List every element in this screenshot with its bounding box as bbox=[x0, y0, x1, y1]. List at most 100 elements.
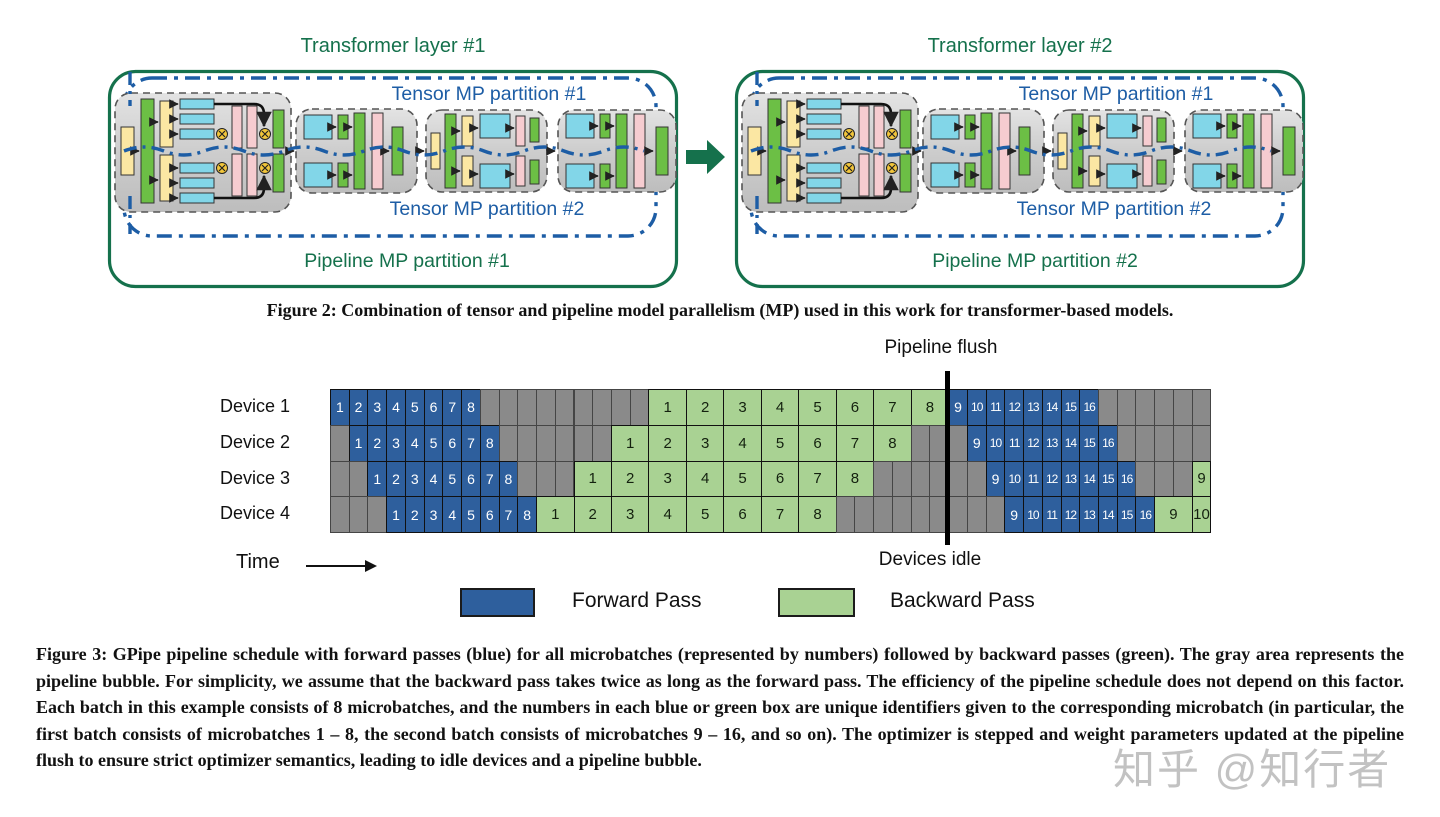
schedule-cell-forward: 16 bbox=[1116, 460, 1137, 498]
schedule-cell-idle bbox=[891, 496, 912, 533]
layer-connector-arrow-icon bbox=[686, 140, 725, 174]
schedule-cell-forward: 13 bbox=[1023, 389, 1043, 426]
schedule-cell-idle bbox=[873, 496, 893, 533]
schedule-cell-idle bbox=[1154, 460, 1174, 498]
schedule-cell-idle bbox=[966, 460, 987, 498]
layer2-title: Transformer layer #2 bbox=[928, 35, 1113, 57]
schedule-cell-forward: 12 bbox=[1004, 389, 1025, 426]
layer2-tensor-mp1-label: Tensor MP partition #1 bbox=[1019, 83, 1214, 105]
schedule-cell-forward: 5 bbox=[423, 424, 444, 462]
pipeline-flush-line bbox=[945, 371, 950, 545]
schedule-cell-backward: 4 bbox=[648, 496, 687, 533]
schedule-cell-backward: 2 bbox=[610, 460, 650, 498]
time-arrow-icon bbox=[306, 565, 366, 568]
schedule-cell-forward: 14 bbox=[1079, 460, 1099, 498]
schedule-cell-idle bbox=[517, 389, 538, 426]
schedule-cell-forward: 10 bbox=[966, 389, 987, 426]
schedule-cell-idle bbox=[573, 389, 594, 426]
schedule-cell-backward: 5 bbox=[760, 424, 800, 462]
schedule-cell-idle bbox=[1172, 389, 1193, 426]
schedule-cell-forward: 6 bbox=[479, 496, 500, 533]
schedule-cell-idle bbox=[1098, 389, 1118, 426]
schedule-cell-forward: 2 bbox=[348, 389, 369, 426]
schedule-cell-idle bbox=[330, 496, 350, 533]
schedule-cell-backward: 9 bbox=[1154, 496, 1193, 533]
schedule-cell-idle bbox=[348, 496, 369, 533]
schedule-cell-forward: 10 bbox=[1004, 460, 1025, 498]
schedule-cell-backward: 5 bbox=[723, 460, 762, 498]
schedule-cell-forward: 9 bbox=[1004, 496, 1025, 533]
schedule-cell-idle bbox=[910, 424, 931, 462]
device-label: Device 2 bbox=[220, 431, 291, 452]
schedule-cell-forward: 11 bbox=[1004, 424, 1025, 462]
schedule-cell-forward: 3 bbox=[423, 496, 444, 533]
device-label: Device 4 bbox=[220, 503, 291, 524]
schedule-cell-idle bbox=[1154, 389, 1174, 426]
backward-pass-swatch bbox=[778, 588, 855, 617]
schedule-cell-forward: 5 bbox=[461, 496, 481, 533]
schedule-cell-idle bbox=[985, 496, 1006, 533]
schedule-cell-idle bbox=[948, 496, 968, 533]
schedule-cell-forward: 10 bbox=[985, 424, 1006, 462]
schedule-cell-forward: 12 bbox=[1041, 460, 1062, 498]
figure2-diagram: Transformer layer #1 Transformer layer #… bbox=[0, 35, 1440, 296]
schedule-cell-idle bbox=[517, 424, 538, 462]
pipeline-flush-label: Pipeline flush bbox=[884, 337, 998, 358]
schedule-cell-idle bbox=[910, 496, 931, 533]
schedule-cell-backward: 3 bbox=[610, 496, 650, 533]
schedule-cell-backward: 2 bbox=[573, 496, 612, 533]
schedule-cell-backward: 6 bbox=[760, 460, 800, 498]
schedule-cell-idle bbox=[910, 460, 931, 498]
schedule-cell-forward: 1 bbox=[348, 424, 369, 462]
schedule-cell-forward: 7 bbox=[479, 460, 500, 498]
layer2-tensor-mp2-label: Tensor MP partition #2 bbox=[1017, 198, 1212, 220]
schedule-cell-forward: 6 bbox=[461, 460, 481, 498]
schedule-cell-idle bbox=[498, 424, 519, 462]
schedule-cell-backward: 1 bbox=[536, 496, 575, 533]
schedule-cell-idle bbox=[610, 389, 631, 426]
schedule-cell-forward: 15 bbox=[1060, 389, 1081, 426]
schedule-cell-backward: 4 bbox=[685, 460, 725, 498]
schedule-cell-forward: 15 bbox=[1079, 424, 1099, 462]
schedule-cell-forward: 8 bbox=[517, 496, 538, 533]
schedule-cell-backward: 3 bbox=[723, 389, 762, 426]
forward-pass-swatch bbox=[460, 588, 535, 617]
schedule-cell-backward: 8 bbox=[835, 460, 875, 498]
schedule-cell-backward: 8 bbox=[910, 389, 950, 426]
schedule-cell-backward: 3 bbox=[685, 424, 725, 462]
schedule-cell-backward: 7 bbox=[798, 460, 837, 498]
schedule-cell-forward: 14 bbox=[1041, 389, 1062, 426]
schedule-cell-idle bbox=[592, 424, 612, 462]
schedule-cell-forward: 16 bbox=[1079, 389, 1099, 426]
schedule-cell-idle bbox=[1135, 424, 1156, 462]
schedule-cell-forward: 9 bbox=[966, 424, 987, 462]
schedule-cell-forward: 9 bbox=[985, 460, 1006, 498]
devices-idle-label: Devices idle bbox=[878, 549, 982, 570]
layer1-title: Transformer layer #1 bbox=[301, 35, 486, 57]
schedule-cell-forward: 15 bbox=[1116, 496, 1137, 533]
figure2-caption: Figure 2: Combination of tensor and pipe… bbox=[266, 300, 1174, 320]
schedule-cell-idle bbox=[479, 389, 500, 426]
time-axis-label: Time bbox=[236, 551, 280, 573]
schedule-cell-idle bbox=[1172, 424, 1193, 462]
schedule-cell-forward: 6 bbox=[423, 389, 444, 426]
schedule-cell-backward: 6 bbox=[723, 496, 762, 533]
backward-pass-label: Backward Pass bbox=[890, 589, 1035, 612]
schedule-cell-idle bbox=[330, 424, 350, 462]
layer2-pipeline-mp-label: Pipeline MP partition #2 bbox=[932, 250, 1138, 272]
schedule-cell-backward: 6 bbox=[798, 424, 837, 462]
schedule-cell-idle bbox=[554, 424, 575, 462]
schedule-cell-idle bbox=[854, 496, 875, 533]
schedule-cell-idle bbox=[1191, 389, 1212, 426]
schedule-cell-idle bbox=[1191, 424, 1212, 462]
time-arrowhead-icon bbox=[365, 560, 377, 572]
schedule-cell-idle bbox=[1154, 424, 1174, 462]
schedule-cell-backward: 7 bbox=[760, 496, 800, 533]
schedule-cell-backward: 9 bbox=[1191, 460, 1212, 498]
layer1-tensor-mp2-label: Tensor MP partition #2 bbox=[390, 198, 585, 220]
schedule-cell-forward: 2 bbox=[404, 496, 425, 533]
schedule-cell-idle bbox=[536, 460, 556, 498]
schedule-cell-forward: 1 bbox=[330, 389, 350, 426]
schedule-cell-forward: 13 bbox=[1079, 496, 1099, 533]
